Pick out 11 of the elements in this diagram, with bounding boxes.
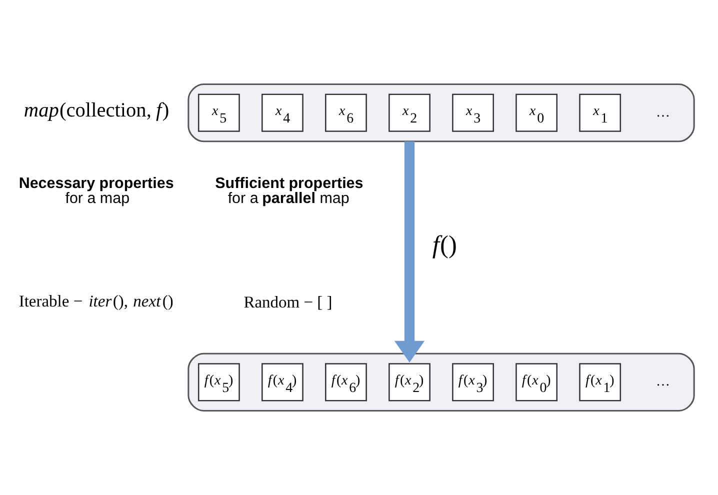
label: Necessary properties for a map [18, 174, 174, 208]
label: … [656, 105, 670, 120]
label: Random − [ ] [244, 292, 332, 312]
label: Sufficient properties for a parallel map [215, 174, 364, 208]
label: map(collection, f) [24, 99, 170, 122]
cluster [188, 352, 695, 412]
label: Iterable − iter(), next() [18, 291, 174, 310]
arrow [394, 141, 425, 362]
edge-label: f() [432, 231, 457, 260]
label: … [656, 374, 670, 390]
cluster [188, 83, 695, 142]
